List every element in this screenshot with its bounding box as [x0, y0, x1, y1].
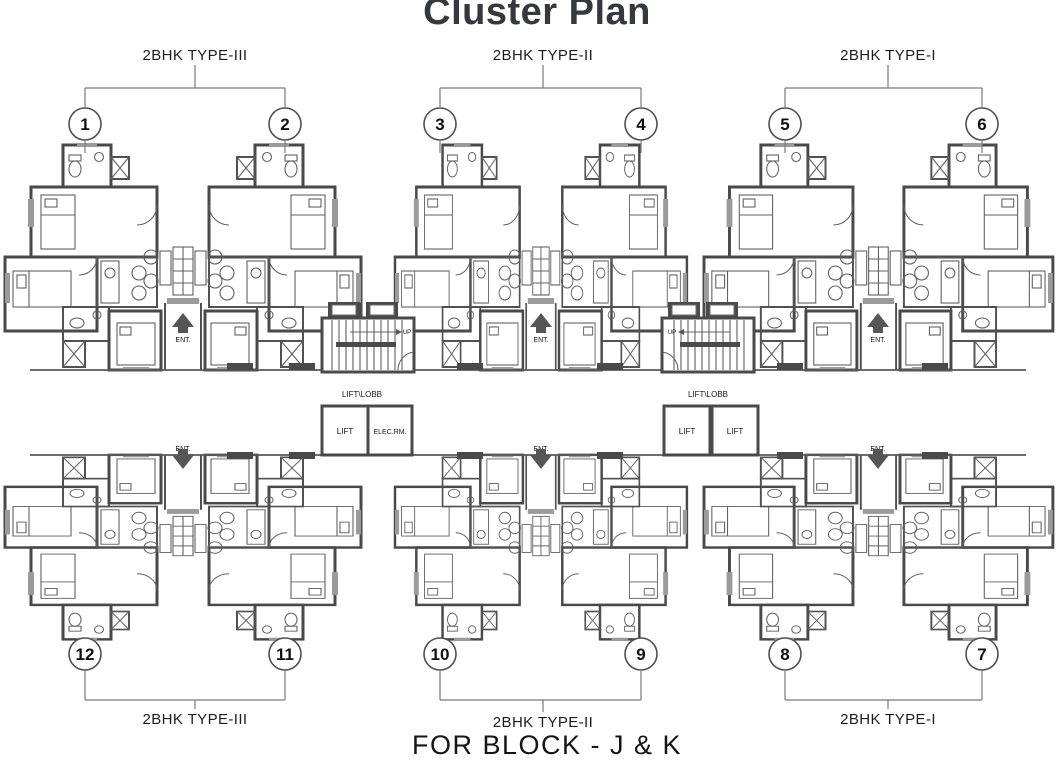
entrance-arrow-icon: [530, 449, 552, 469]
entrance-arrow-icon: [867, 449, 889, 469]
unit-marker-4: 4: [624, 107, 658, 141]
entrance-arrow-icon: [172, 449, 194, 469]
lift-lobby-label-left: LIFT\LOBB: [342, 390, 382, 399]
lift-room-label: LIFT: [727, 427, 744, 436]
type-label-top-left: 2BHK TYPE-III: [142, 47, 248, 64]
svg-text:5: 5: [780, 115, 789, 134]
entrance-marker-bottom-right: ENT.: [867, 446, 889, 469]
svg-text:11: 11: [276, 645, 294, 664]
type-label-top-right: 2BHK TYPE-I: [840, 47, 936, 64]
wing-bottom-center: [395, 455, 687, 641]
svg-text:12: 12: [76, 645, 95, 664]
unit-marker-8: 8: [768, 637, 802, 671]
wing-top-right: [704, 143, 1053, 370]
entrance-arrow-icon: [530, 313, 552, 333]
entrance-arrow-icon: [867, 313, 889, 333]
wing-top-left: [5, 143, 361, 370]
unit-marker-6: 6: [965, 107, 999, 141]
type-label-bottom-center: 2BHK TYPE-II: [492, 714, 594, 731]
svg-text:7: 7: [977, 645, 986, 664]
entrance-marker-top-right: ENT.: [867, 313, 889, 344]
unit-marker-2: 2: [268, 107, 302, 141]
unit-marker-3: 3: [423, 107, 457, 141]
lift-room-label: LIFT: [679, 427, 696, 436]
svg-text:ENT.: ENT.: [175, 337, 190, 344]
elec-room-label: ELEC.RM.: [373, 429, 406, 436]
wing-bottom-left: [5, 455, 361, 641]
svg-text:ENT.: ENT.: [870, 337, 885, 344]
stair-core-right: UP LIFT\LOBB LIFT LIFT: [660, 302, 760, 457]
page-title: Cluster Plan: [423, 0, 651, 33]
up-label: UP: [403, 330, 411, 336]
unit-marker-12: 12: [68, 637, 102, 671]
lift-room-label: LIFT: [337, 427, 354, 436]
svg-text:2: 2: [280, 115, 289, 134]
annotation-brackets: [84, 65, 983, 712]
svg-text:4: 4: [636, 115, 646, 134]
svg-text:10: 10: [431, 645, 450, 664]
wing-top-center: [395, 143, 687, 370]
svg-text:6: 6: [977, 115, 986, 134]
entrance-marker-bottom-left: ENT.: [172, 446, 194, 469]
svg-text:8: 8: [780, 645, 789, 664]
svg-text:9: 9: [636, 645, 645, 664]
entrance-marker-top-center: ENT.: [530, 313, 552, 344]
up-label: UP: [668, 330, 676, 336]
wing-bottom-right: [704, 455, 1053, 641]
unit-marker-11: 11: [268, 637, 302, 671]
unit-marker-10: 10: [423, 637, 457, 671]
lobby-band: [30, 363, 1026, 459]
type-label-bottom-right: 2BHK TYPE-I: [840, 711, 936, 728]
type-label-top-center: 2BHK TYPE-II: [492, 47, 594, 64]
stair-core-left: UP LIFT\LOBB LIFT ELEC.RM.: [320, 302, 416, 457]
unit-marker-5: 5: [768, 107, 802, 141]
svg-text:1: 1: [80, 115, 89, 134]
svg-text:ENT.: ENT.: [533, 337, 548, 344]
svg-text:3: 3: [435, 115, 444, 134]
unit-marker-1: 1: [68, 107, 102, 141]
unit-marker-9: 9: [624, 637, 658, 671]
type-label-bottom-left: 2BHK TYPE-III: [142, 711, 248, 728]
entrance-marker-top-left: ENT.: [172, 313, 194, 344]
entrance-marker-bottom-center: ENT.: [530, 446, 552, 469]
lift-lobby-label-right: LIFT\LOBB: [688, 390, 728, 399]
block-caption: FOR BLOCK - J & K: [411, 730, 683, 760]
unit-marker-7: 7: [965, 637, 999, 671]
entrance-arrow-icon: [172, 313, 194, 333]
